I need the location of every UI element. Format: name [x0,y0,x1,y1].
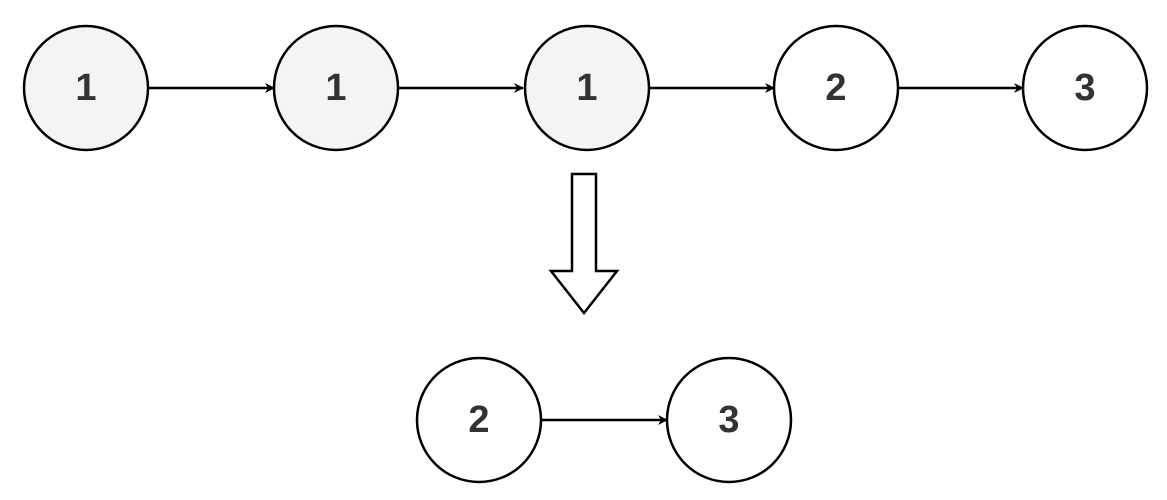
node-value: 1 [576,67,597,109]
list-node-before-2: 1 [272,24,400,152]
before-list: 1 1 1 2 3 [22,24,1149,152]
node-value: 3 [1074,67,1095,109]
list-node-after-1: 2 [415,356,543,484]
node-circle [415,356,543,484]
list-node-before-1: 1 [22,24,150,152]
node-circle [1021,24,1149,152]
node-value: 1 [75,67,96,109]
node-circle [772,24,900,152]
node-circle [22,24,150,152]
list-node-before-5: 3 [1021,24,1149,152]
node-circle [272,24,400,152]
node-value: 1 [325,67,346,109]
list-node-before-4: 2 [772,24,900,152]
node-circle [665,356,793,484]
list-node-after-2: 3 [665,356,793,484]
node-value: 2 [468,399,489,441]
transform-down-arrow [548,172,620,316]
node-value: 3 [718,399,739,441]
node-value: 2 [825,67,846,109]
after-list: 2 3 [415,356,793,484]
node-circle [523,24,651,152]
list-node-before-3: 1 [523,24,651,152]
